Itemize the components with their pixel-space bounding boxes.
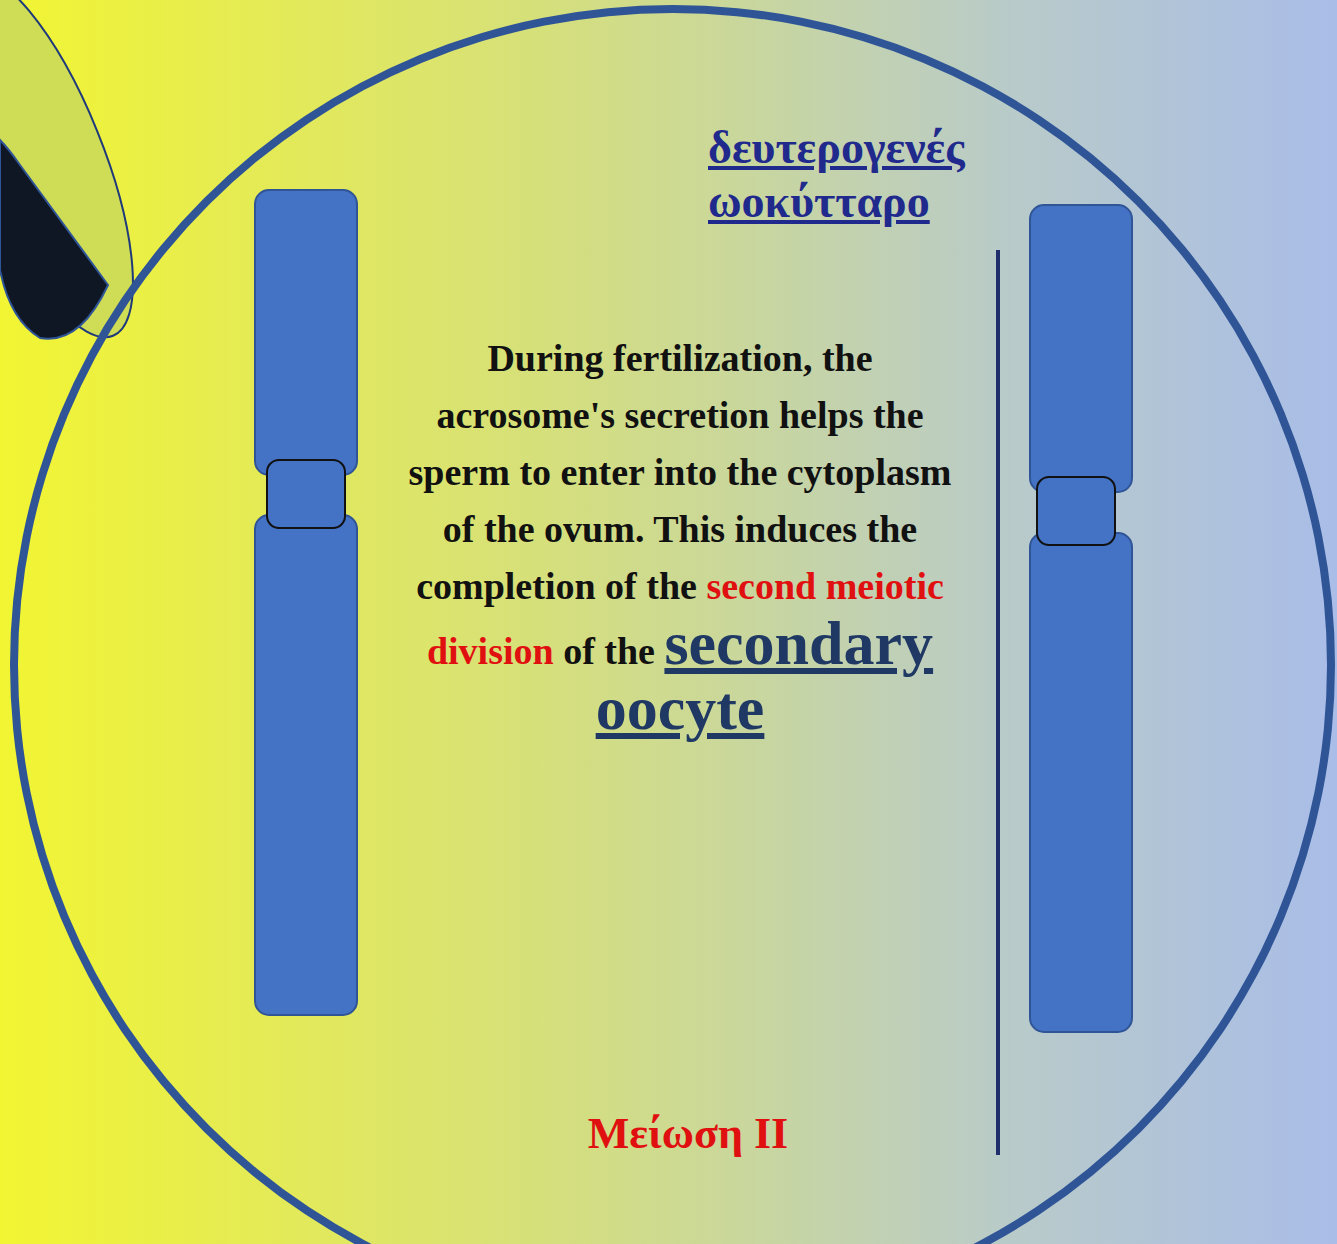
key-term: secondary oocyte bbox=[596, 609, 933, 742]
divider-line bbox=[996, 250, 1000, 1155]
cell-circle: δευτερογενές ωοκύτταροDuring fertilizati… bbox=[10, 5, 1335, 1244]
pipette-tip bbox=[0, 0, 171, 359]
body-paragraph: During fertilization, the acrosome's sec… bbox=[395, 330, 965, 745]
body-text: of the bbox=[563, 630, 655, 672]
chromosome-left bbox=[255, 190, 357, 1015]
phase-label: Μείωση ΙΙ bbox=[488, 1108, 888, 1160]
node-heading: δευτερογενές ωοκύτταρο bbox=[708, 121, 1108, 229]
chromosome-right bbox=[1030, 205, 1132, 1032]
